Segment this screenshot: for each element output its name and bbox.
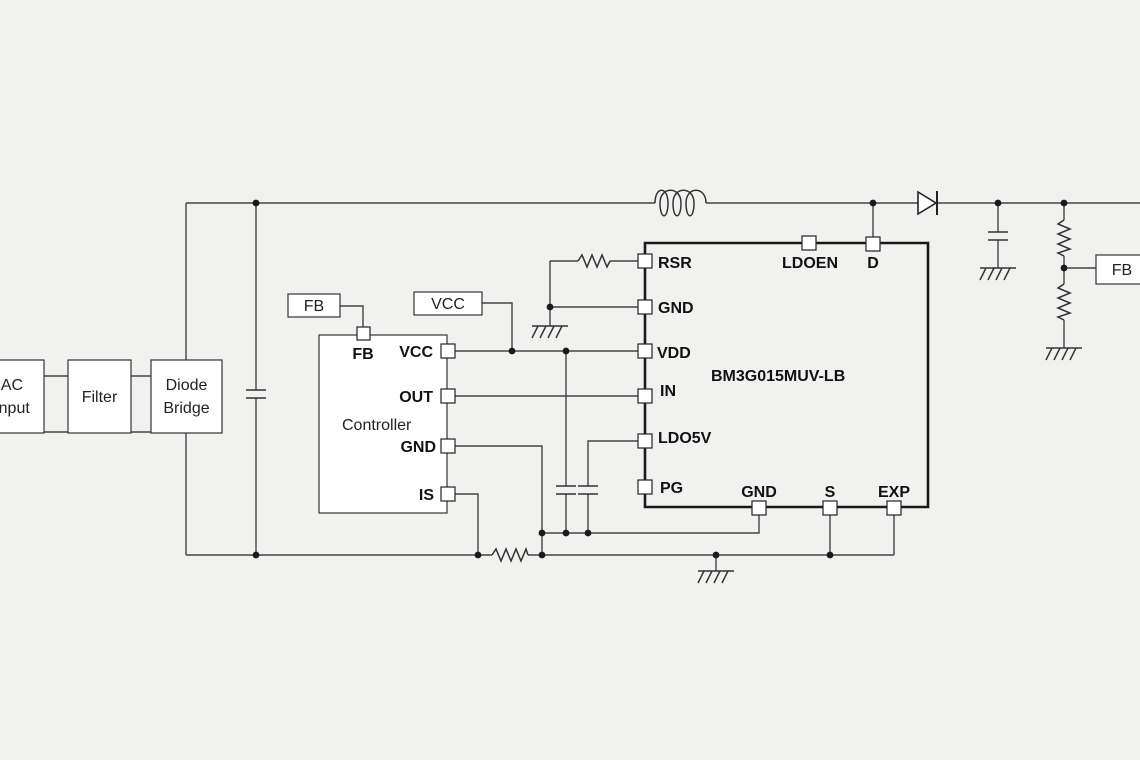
ic-pin-in [637, 388, 653, 404]
resistor-rsr [577, 253, 611, 269]
ground-icon [1045, 347, 1082, 361]
controller-pin-is-label: IS [419, 487, 434, 504]
ground-icon [697, 570, 734, 584]
ac-input-block: AC Input [0, 359, 45, 434]
ac-input-label-line1: AC [1, 377, 23, 394]
fb-tag-left: FB [287, 293, 341, 318]
filter-block: Filter [67, 359, 132, 434]
ic-pin-ldo5v-label: LDO5V [658, 430, 712, 447]
diode-bridge-label-line2: Bridge [163, 400, 209, 417]
ground-symbols [531, 267, 1082, 584]
wires [44, 202, 1140, 571]
controller-pin-out-label: OUT [399, 389, 433, 406]
controller-pin-out [440, 388, 456, 404]
ic-pin-gnd-left-label: GND [658, 300, 694, 317]
junction-dot [538, 529, 546, 537]
fb-tag-left-label: FB [304, 298, 324, 315]
resistor-divider-top [1056, 219, 1073, 257]
junction-dot [538, 551, 546, 559]
ic-pin-exp [886, 500, 902, 516]
wire-local-gnd-bus [542, 515, 760, 534]
junction-dot [546, 303, 554, 311]
ic-pin-rsr-label: RSR [658, 255, 692, 272]
ground-icon [979, 267, 1016, 281]
junction-dot [712, 551, 720, 559]
controller-pin-gnd-label: GND [400, 439, 436, 456]
wire-vcc-tag [482, 302, 513, 351]
controller-pin-vcc-label: VCC [399, 344, 433, 361]
junction-dot [508, 347, 516, 355]
wire-ctrl-gnd [455, 445, 543, 555]
junction-dot [869, 199, 877, 207]
fb-tag-right: FB [1095, 254, 1140, 285]
fb-tag-right-label: FB [1112, 262, 1132, 279]
ic-pin-gnd-bottom-label: GND [741, 484, 777, 501]
wire-ctrl-is [455, 493, 479, 555]
junction-dot [474, 551, 482, 559]
ic-pin-pg-label: PG [660, 480, 683, 497]
ic-pin-vdd [637, 343, 653, 359]
ic-pin-rsr [637, 253, 653, 269]
ac-input-label-line2: Input [0, 400, 30, 417]
ic-pin-s [822, 500, 838, 516]
controller-pin-fb [356, 326, 371, 341]
ic-pin-exp-label: EXP [878, 484, 910, 501]
junction-dot [562, 529, 570, 537]
controller-pin-is [440, 486, 456, 502]
junction-dot [584, 529, 592, 537]
diode-bridge-label-line1: Diode [166, 377, 208, 394]
controller-pin-fb-label: FB [352, 346, 373, 363]
ic-pin-gnd-left [637, 299, 653, 315]
wire-fb-tag [340, 305, 364, 327]
diode [917, 190, 938, 216]
controller-label: Controller [342, 417, 412, 434]
junction-dot [562, 347, 570, 355]
inductor [654, 189, 707, 217]
ic-pin-ldoen [801, 235, 817, 251]
diode-bridge-block: Diode Bridge [150, 359, 223, 434]
ic-pin-ldo5v [637, 433, 653, 449]
controller-pin-vcc [440, 343, 456, 359]
junction-dot [994, 199, 1002, 207]
ic-pin-gnd-bottom [751, 500, 767, 516]
ground-icon [531, 325, 568, 339]
controller-block: Controller FB VCC OUT GND IS [318, 326, 456, 514]
ic-pin-ldoen-label: LDOEN [782, 255, 838, 272]
controller-body [318, 334, 448, 514]
controller-pin-gnd [440, 438, 456, 454]
ic-pin-d-label: D [867, 255, 879, 272]
vcc-tag: VCC [413, 291, 483, 316]
ic-pin-vdd-label: VDD [657, 345, 691, 362]
ic-pin-s-label: S [825, 484, 836, 501]
components [246, 189, 1073, 563]
resistor-divider-bottom [1056, 283, 1073, 321]
ic-block: BM3G015MUV-LB RSR GND VDD IN LDO5V PG LD… [637, 235, 930, 516]
ic-body [643, 241, 930, 509]
junction-dot [1060, 264, 1068, 272]
ic-pin-pg [637, 479, 653, 495]
junction-dot [252, 551, 260, 559]
filter-label: Filter [82, 389, 118, 406]
resistor-sense [491, 546, 529, 563]
vcc-tag-label: VCC [431, 296, 465, 313]
ic-pin-in-label: IN [660, 383, 676, 400]
junction-dots [252, 199, 1068, 559]
wire-ldo-cap-top [587, 440, 638, 486]
junction-dot [1060, 199, 1068, 207]
junction-dot [252, 199, 260, 207]
ic-pin-d [865, 236, 881, 252]
ic-name-label: BM3G015MUV-LB [711, 368, 845, 385]
junction-dot [826, 551, 834, 559]
